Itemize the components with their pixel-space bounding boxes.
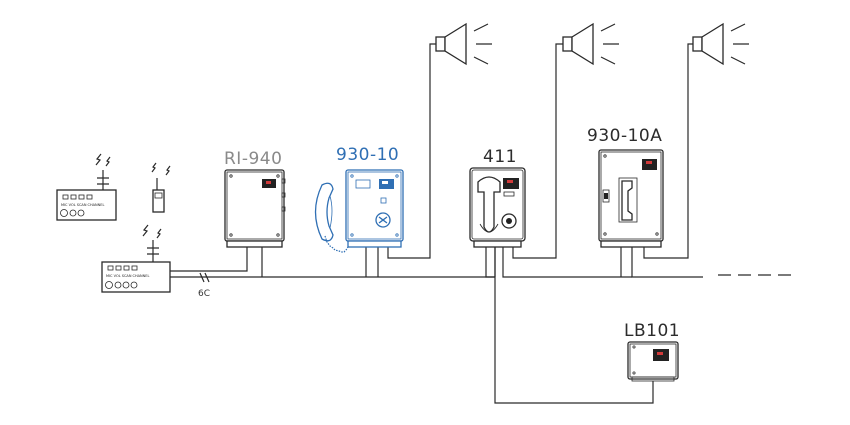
radio-key-labels: MIC VOL SCAN CHANNEL [61, 203, 104, 207]
radio-key-labels: MIC VOL SCAN CHANNEL [106, 274, 149, 278]
cable-label: 6C [198, 289, 210, 299]
speaker-1 [435, 22, 492, 66]
unit-lb101: LB101 [624, 321, 680, 382]
walkie-talkie [151, 162, 171, 213]
speaker-icon [435, 22, 492, 66]
base-radio-2: MIC VOL SCAN CHANNEL [101, 224, 171, 293]
wiring [170, 43, 792, 404]
speaker-icon [562, 22, 619, 66]
radio-icon: MIC VOL SCAN CHANNEL [101, 261, 171, 293]
unit-930-10-label: 930-10 [336, 145, 399, 165]
radio-icon: MIC VOL SCAN CHANNEL [56, 189, 117, 221]
walkie-talkie-icon [151, 162, 171, 213]
antenna-icon [95, 153, 111, 190]
unit-930-10a: 930-10A [587, 126, 664, 248]
unit-930-10: 930-10 [314, 145, 404, 253]
speaker-2 [562, 22, 619, 66]
unit-411: 411 [469, 147, 526, 248]
speaker-icon [692, 22, 749, 66]
unit-ri940: RI-940 [224, 149, 286, 248]
base-radio-1: MIC VOL SCAN CHANNEL [56, 153, 117, 221]
unit-930-10a-label: 930-10A [587, 126, 662, 146]
unit-ri940-label: RI-940 [224, 149, 282, 169]
antenna-icon [142, 224, 162, 262]
unit-411-label: 411 [483, 147, 517, 167]
speaker-3 [692, 22, 749, 66]
unit-lb101-label: LB101 [624, 321, 680, 341]
handset-icon [618, 177, 638, 223]
handset-icon [477, 176, 501, 233]
